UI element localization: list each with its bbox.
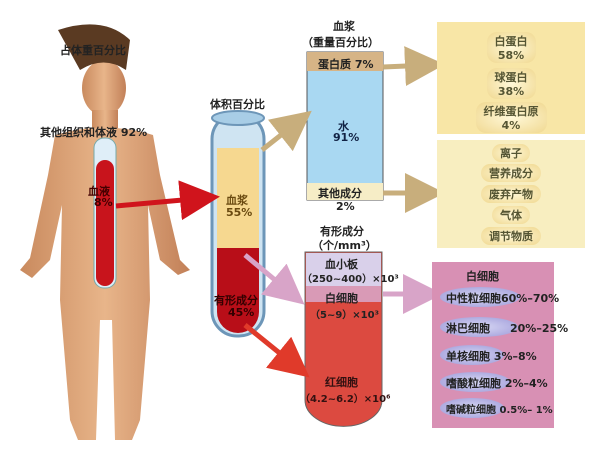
platelet-range: （250~400）×10³ (302, 274, 399, 285)
wbc-label: 白细胞 (325, 292, 358, 305)
body-title: 占体重百分比 (60, 44, 126, 57)
other-item: 营养成分 (481, 164, 541, 182)
other-item: 调节物质 (481, 227, 541, 245)
other-item: 离子 (492, 144, 530, 162)
blood-label: 血液 (88, 185, 110, 198)
wbc-types-title: 白细胞 (466, 270, 499, 283)
wbc-type-item: 中性粒细胞60%–70% (446, 292, 560, 305)
volume-test-tube (210, 110, 266, 338)
formed-subtitle: （个/mm³） (312, 239, 377, 252)
platelet-label: 血小板 (325, 258, 358, 271)
body-test-tube (93, 137, 117, 289)
formed-title: 有形成分 (320, 225, 364, 238)
tube-plasma-pct: 55% (226, 206, 253, 219)
wbc-type-item: 单核细胞 3%–8% (446, 350, 537, 363)
volume-title: 体积百分比 (210, 98, 265, 111)
formed-elements-box (304, 251, 383, 427)
rbc-range: （4.2~6.2）×10⁶ (300, 394, 391, 405)
plasma-other: 其他成分 (318, 187, 362, 200)
plasma-water: 水 (338, 120, 349, 133)
plasma-other-list: 离子 营养成分 废弃产物 气体 调节物质 (437, 140, 585, 248)
plasma-title: 血浆 (333, 20, 355, 33)
other-tissue-label: 其他组织和体液 92% (40, 126, 148, 139)
rbc-label: 红细胞 (325, 376, 358, 389)
plasma-water-pct: 91% (333, 131, 360, 144)
wbc-range: （5~9）×10³ (310, 310, 379, 321)
plasma-subtitle: （重量百分比） (302, 36, 379, 49)
wbc-type-item: 嗜碱粒细胞 0.5%– 1% (446, 405, 553, 416)
other-item: 废弃产物 (481, 185, 541, 203)
wbc-type-item: 嗜酸粒细胞 2%–4% (446, 377, 548, 390)
plasma-protein: 蛋白质 7% (318, 58, 374, 71)
tube-formed-pct: 45% (228, 306, 255, 319)
arrows (115, 46, 445, 378)
plasma-other-pct: 2% (336, 200, 355, 213)
other-item: 气体 (492, 206, 530, 224)
blood-pct: 8% (94, 196, 113, 209)
tube-plasma-label: 血浆 (226, 194, 248, 207)
tube-formed-label: 有形成分 (214, 294, 258, 307)
